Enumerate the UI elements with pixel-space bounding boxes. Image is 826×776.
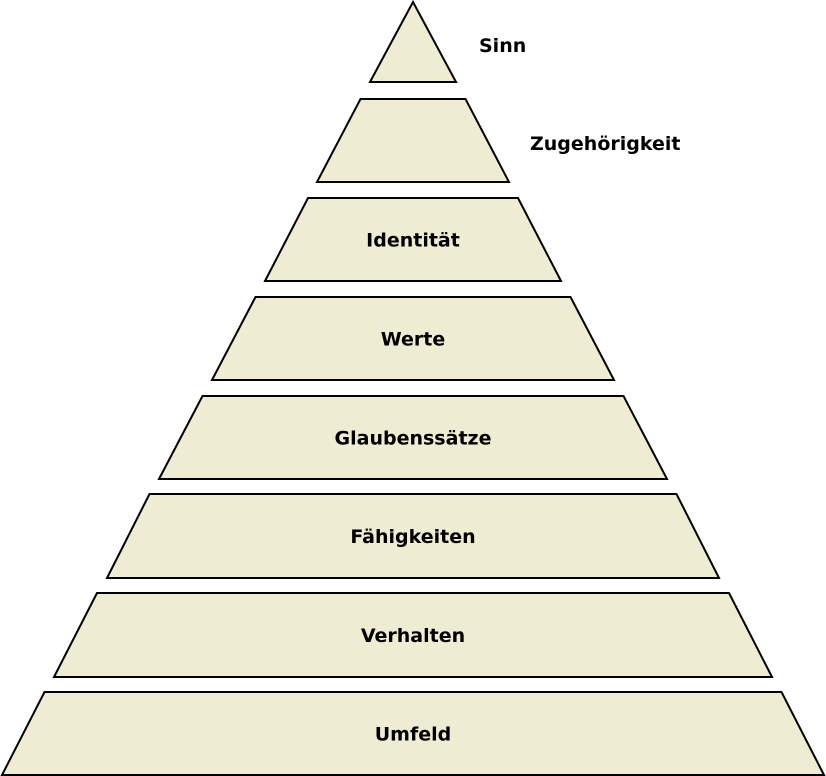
pyramid-level-shape [0, 691, 826, 776]
pyramid-level-shape [315, 98, 511, 183]
pyramid-level-label: Werte [381, 329, 446, 351]
pyramid-level-6: Fähigkeiten [105, 493, 721, 579]
pyramid-level-label: Identität [366, 230, 460, 252]
pyramid-level-label: Fähigkeiten [350, 526, 475, 548]
pyramid-level-2: Zugehörigkeit [315, 98, 680, 183]
pyramid-level-shape [210, 296, 616, 381]
pyramid-level-shape [368, 0, 458, 83]
pyramid-level-7: Verhalten [52, 592, 774, 678]
pyramid-level-8: Umfeld [0, 691, 826, 776]
pyramid-level-label: Zugehörigkeit [530, 133, 680, 155]
pyramid-level-5: Glaubenssätze [157, 395, 669, 480]
pyramid-level-3: Identität [263, 197, 563, 282]
pyramid-level-label: Umfeld [375, 724, 452, 746]
pyramid-level-label: Glaubenssätze [335, 428, 492, 450]
pyramid-level-shape [157, 395, 669, 480]
pyramid-level-shape [263, 197, 563, 282]
pyramid-level-shape [105, 493, 721, 579]
pyramid-level-1: Sinn [368, 0, 526, 83]
pyramid-level-label: Verhalten [361, 625, 465, 647]
pyramid-level-shape [52, 592, 774, 678]
pyramid-level-4: Werte [210, 296, 616, 381]
pyramid-level-label: Sinn [479, 35, 526, 57]
